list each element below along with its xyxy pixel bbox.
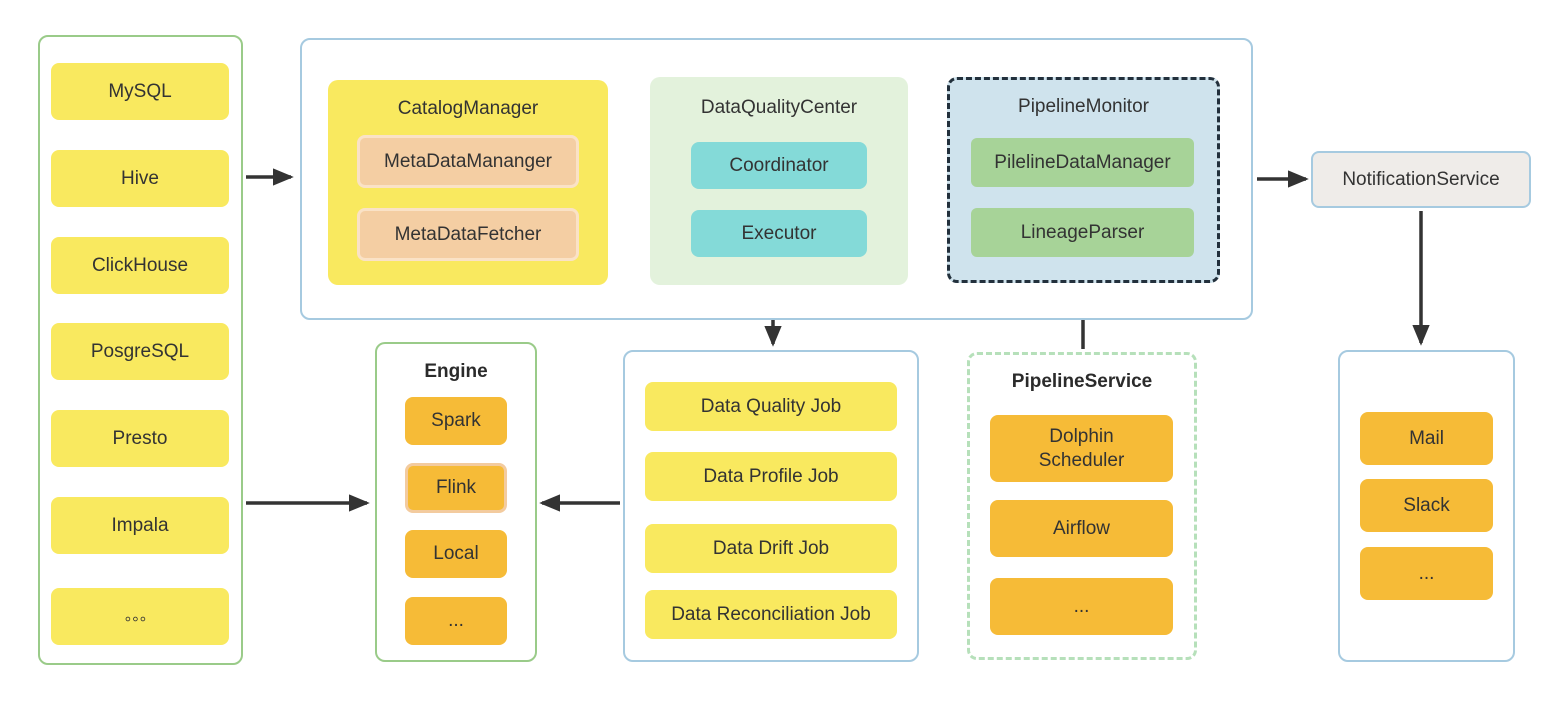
channels-panel: Mail Slack ... xyxy=(1338,350,1515,662)
engine-panel: Engine Spark Flink Local ... xyxy=(375,342,537,662)
datasource-presto: Presto xyxy=(51,410,229,467)
datasource-impala: Impala xyxy=(51,497,229,554)
slack-box: Slack xyxy=(1360,479,1493,532)
datasource-panel: MySQL Hive ClickHouse PosgreSQL Presto I… xyxy=(38,35,243,665)
datasource-mysql: MySQL xyxy=(51,63,229,120)
executor-box: Executor xyxy=(691,210,867,257)
platform-panel: CatalogManager MetaDataMananger MetaData… xyxy=(300,38,1253,320)
channels-more-box: ... xyxy=(1360,547,1493,600)
airflow-box: Airflow xyxy=(990,500,1173,557)
pipeline-service-title: PipelineService xyxy=(1011,371,1153,392)
engine-flink: Flink xyxy=(405,463,507,513)
pipeline-service-more-box: ... xyxy=(990,578,1173,635)
datasource-clickhouse: ClickHouse xyxy=(51,237,229,294)
dolphin-scheduler-box: Dolphin Scheduler xyxy=(990,415,1173,482)
engine-more: ... xyxy=(405,597,507,645)
data-profile-job-box: Data Profile Job xyxy=(645,452,897,501)
data-quality-center-title: DataQualityCenter xyxy=(700,97,858,118)
metadata-mananger-box: MetaDataMananger xyxy=(357,135,579,188)
datasource-more: 。。。 xyxy=(51,588,229,645)
coordinator-box: Coordinator xyxy=(691,142,867,189)
data-drift-job-box: Data Drift Job xyxy=(645,524,897,573)
engine-local: Local xyxy=(405,530,507,578)
data-quality-center-group: DataQualityCenter Coordinator Executor xyxy=(650,77,908,285)
jobs-panel: Data Quality Job Data Profile Job Data D… xyxy=(623,350,919,662)
data-reconciliation-job-box: Data Reconciliation Job xyxy=(645,590,897,639)
data-quality-job-box: Data Quality Job xyxy=(645,382,897,431)
mail-box: Mail xyxy=(1360,412,1493,465)
pipeline-service-panel: PipelineService Dolphin Scheduler Airflo… xyxy=(967,352,1197,660)
engine-spark: Spark xyxy=(405,397,507,445)
catalog-manager-group: CatalogManager MetaDataMananger MetaData… xyxy=(328,80,608,285)
notification-service-box: NotificationService xyxy=(1311,151,1531,208)
pileline-data-manager-box: PilelineDataManager xyxy=(971,138,1194,187)
datasource-hive: Hive xyxy=(51,150,229,207)
engine-title: Engine xyxy=(424,361,488,382)
lineage-parser-box: LineageParser xyxy=(971,208,1194,257)
metadata-fetcher-box: MetaDataFetcher xyxy=(357,208,579,261)
catalog-manager-title: CatalogManager xyxy=(397,98,539,119)
datasource-posgresql: PosgreSQL xyxy=(51,323,229,380)
pipeline-monitor-title: PipelineMonitor xyxy=(1018,96,1149,117)
pipeline-monitor-group: PipelineMonitor PilelineDataManager Line… xyxy=(947,77,1220,283)
